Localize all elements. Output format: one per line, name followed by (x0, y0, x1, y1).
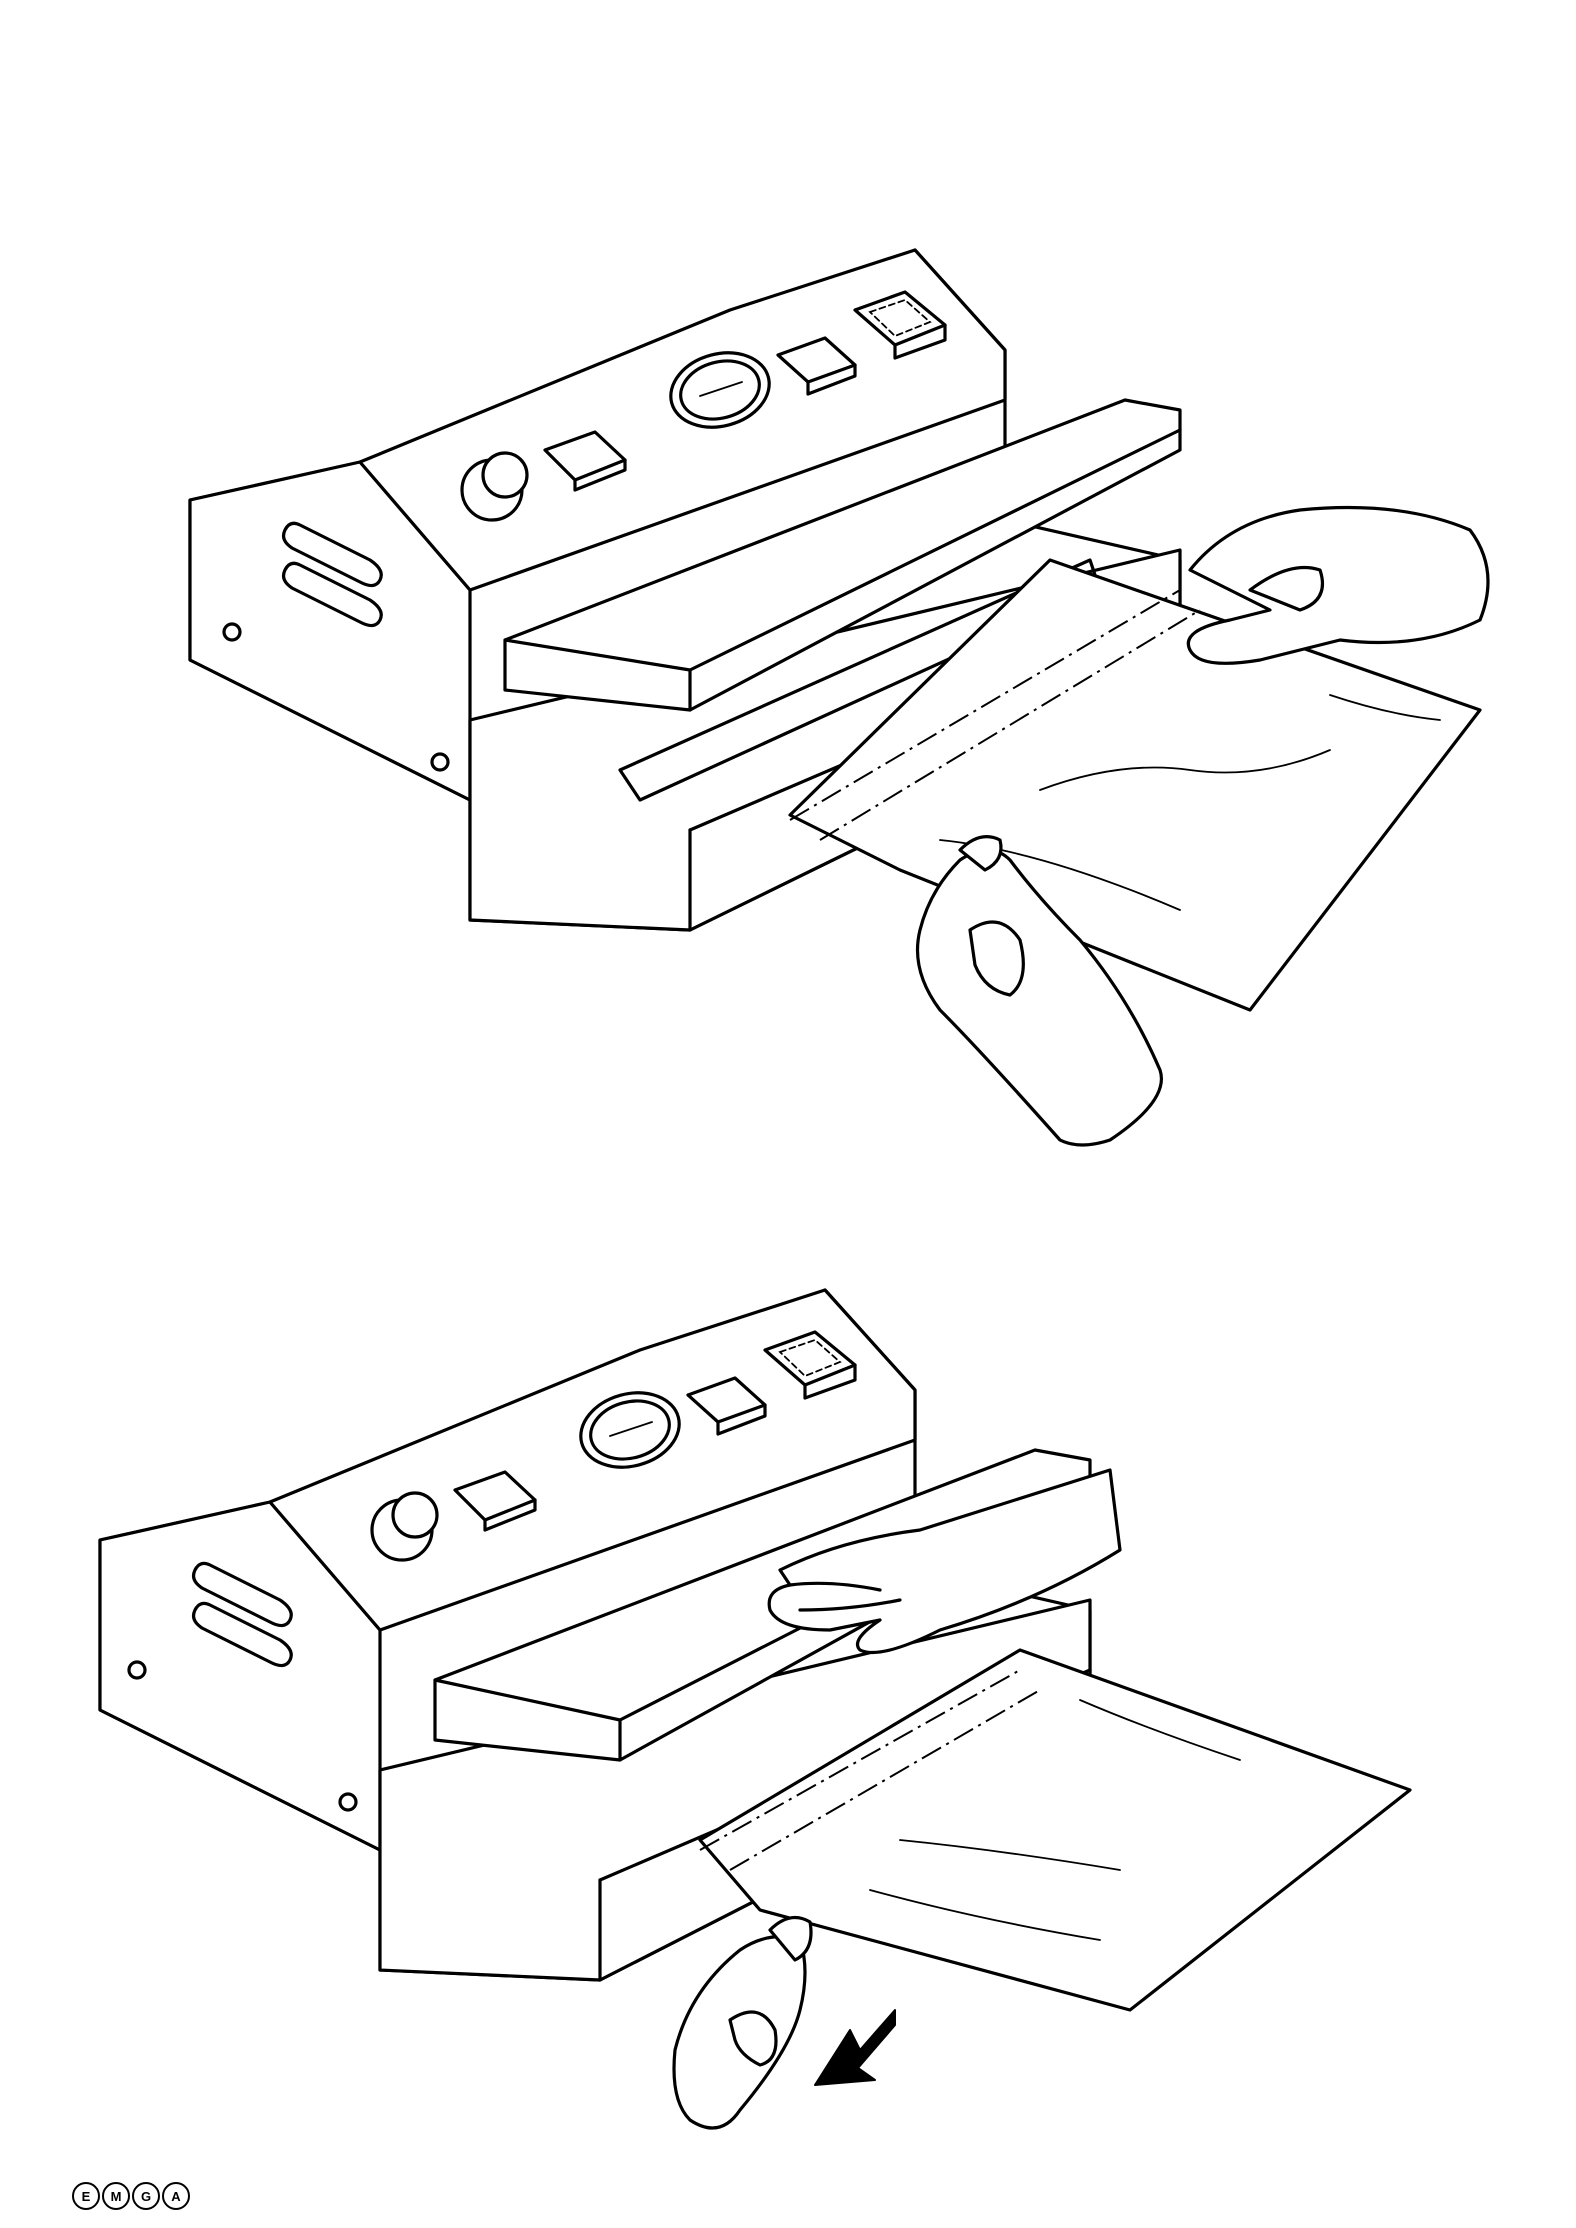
hand-icon (674, 1918, 811, 2129)
figure-press-lid (0, 1250, 1576, 2200)
hand-icon (1188, 508, 1488, 664)
logo-letter: E (72, 2182, 100, 2210)
direction-arrow-icon (815, 2010, 895, 2085)
figure-insert-bag (0, 150, 1576, 1250)
logo-letter: A (162, 2182, 190, 2210)
logo-letter: M (102, 2182, 130, 2210)
logo-letter: G (132, 2182, 160, 2210)
illustration-step-2 (0, 1250, 1576, 2200)
illustration-step-1 (0, 150, 1576, 1250)
brand-logo: E M G A (72, 2182, 190, 2212)
